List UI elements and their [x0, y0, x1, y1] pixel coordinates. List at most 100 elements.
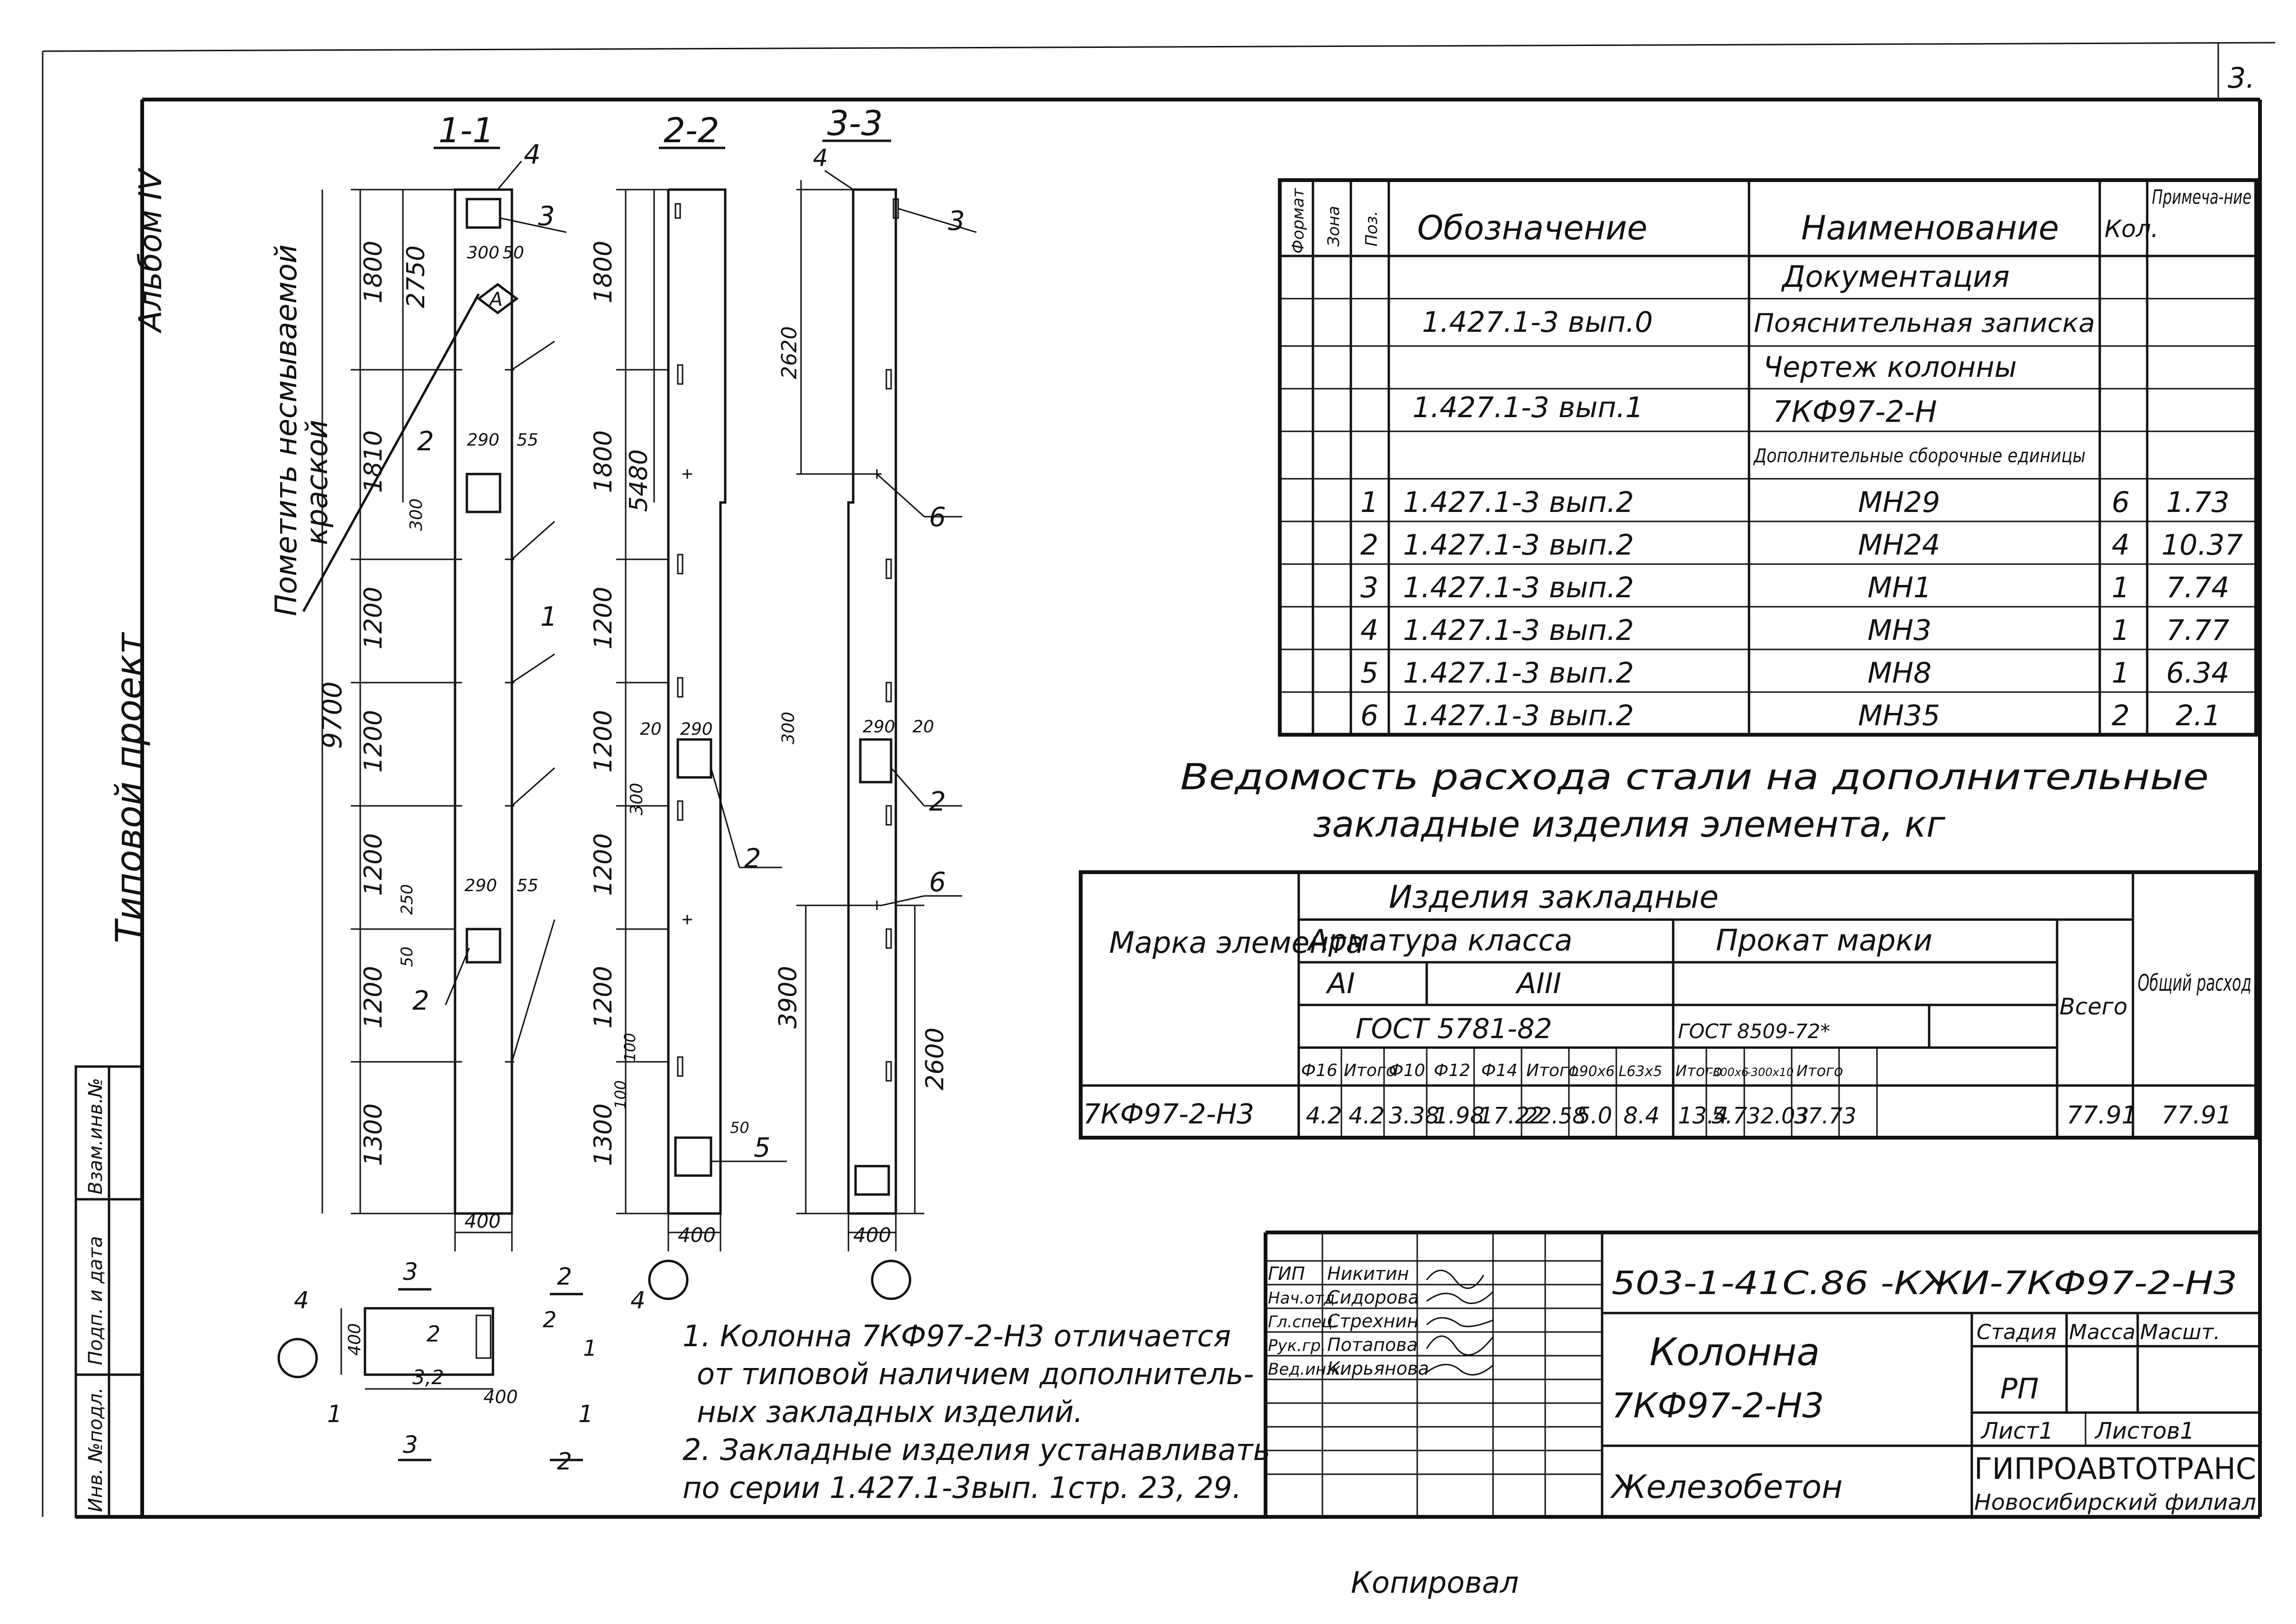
project-label: Типовой проект	[109, 631, 151, 943]
c1-small-5: 300	[407, 498, 426, 531]
sub-h-12: Итого	[1796, 1062, 1843, 1080]
c2-dim-2: 1800	[589, 430, 618, 493]
steel-title-line1: Ведомость расхода стали на дополнительны…	[1180, 756, 2209, 798]
hdr-pos: Поз.	[1362, 211, 1381, 246]
c2-width: 400	[678, 1223, 716, 1247]
spec-row-1: Документация	[1781, 259, 2010, 294]
plan-1-left: 1	[327, 1400, 342, 1428]
plan-400-v: 400	[345, 1323, 364, 1356]
c1-dim-4: 1200	[359, 710, 388, 773]
c1-dim-3: 1200	[359, 587, 388, 649]
c1-dim-1: 1800	[359, 241, 388, 303]
tb-object-name-1: Колонна	[1649, 1330, 1820, 1374]
callout-3-c3: 3	[948, 206, 965, 237]
c1-small-8: 250	[398, 884, 417, 915]
spec-des-11: 1.427.1-3 вып.2	[1403, 699, 1634, 732]
steel-rebar-header: Арматура класса	[1306, 923, 1573, 958]
spec-row-6: 1 1.427.1-3 вып.2 МН29 6 1.73	[1360, 486, 2230, 519]
bottom-stamp: Копировал	[1351, 1565, 1519, 1600]
c2-dim-6: 1200	[589, 966, 618, 1029]
steel-gost-rebar: ГОСТ 5781-82	[1356, 1013, 1552, 1045]
c2-small-4: 100	[621, 1033, 639, 1062]
spec-pos-11: 6	[1360, 699, 1378, 732]
c1-small-6: 290	[465, 876, 497, 895]
steel-val-5: 17.22	[1479, 1103, 1544, 1129]
tb-stage-header: Стадия	[1977, 1320, 2057, 1344]
spec-qty-6: 6	[2112, 486, 2130, 519]
plan-3-bottom: 3	[403, 1431, 418, 1459]
steel-val-8: 8.4	[1623, 1103, 1659, 1129]
spec-qty-11: 2	[2112, 699, 2130, 732]
notes: 1. Колонна 7КФ97-2-Н3 отличается от типо…	[683, 1319, 1270, 1505]
c1-dim-5: 1200	[359, 833, 388, 896]
spec-note-7: 10.37	[2161, 529, 2243, 562]
c3-small-2: 290	[863, 717, 895, 737]
c3-small-3: 20	[912, 717, 934, 737]
steel-val-11: 32.03	[1747, 1103, 1809, 1129]
callout-5-c2: 5	[754, 1132, 771, 1163]
steel-row-mark: 7КФ97-2-Н3	[1083, 1098, 1254, 1130]
c1-small-2: 50	[502, 243, 524, 263]
c1-small-4: 55	[517, 430, 538, 450]
spec-name-1: Документация	[1781, 259, 2010, 294]
tb-name-1: Никитин	[1327, 1263, 1409, 1284]
plan-1-right: 1	[578, 1400, 593, 1428]
c2-small-1: 20	[640, 720, 662, 739]
hdr-qty: Кол.	[2105, 215, 2159, 243]
spec-name-8: МН1	[1868, 571, 1932, 604]
spec-des-2: 1.427.1-3 вып.0	[1422, 306, 1653, 339]
c2-small-6: 50	[730, 1119, 749, 1137]
note-line-1: 1. Колонна 7КФ97-2-Н3 отличается	[683, 1319, 1231, 1353]
steel-overall-header: Общий расход	[2138, 970, 2251, 996]
tb-material: Железобетон	[1610, 1469, 1843, 1506]
tb-stage: РП	[2000, 1372, 2039, 1405]
steel-val-6: 22.58	[1524, 1103, 1586, 1129]
c3-dim-top: 2620	[777, 326, 802, 379]
section-2-2: 2-2	[664, 110, 720, 150]
steel-val-9: 13.4	[1678, 1103, 1729, 1129]
c3-dim-mid: 3900	[774, 966, 802, 1029]
spec-pos-7: 2	[1360, 529, 1378, 562]
c1-dim-6: 1200	[359, 966, 388, 1029]
spec-row-10: 5 1.427.1-3 вып.2 МН8 1 6.34	[1360, 657, 2230, 690]
hdr-zone: Зона	[1324, 206, 1343, 246]
steel-group-header: Изделия закладные	[1389, 879, 1719, 915]
c3-small-1: 300	[779, 712, 798, 744]
sub-h-9: Итого	[1676, 1062, 1722, 1080]
c2-dim-mid: 5480	[625, 449, 653, 512]
sub-h-10: -300x6	[1709, 1066, 1749, 1079]
c1-small-3: 290	[467, 430, 500, 450]
section-1-1: 1-1	[438, 110, 494, 150]
inv-no-label: Инв. №подл.	[85, 1387, 107, 1512]
spec-qty-8: 1	[2112, 571, 2130, 604]
sub-h-4: Ф12	[1434, 1061, 1470, 1080]
spec-qty-7: 4	[2112, 529, 2130, 562]
spec-pos-10: 5	[1360, 657, 1378, 690]
spec-des-6: 1.427.1-3 вып.2	[1403, 486, 1634, 519]
spec-row-5: Дополнительные сборочные единицы	[1753, 445, 2086, 467]
left-margin: Альбом IV Типовой проект Пометить несмыв…	[74, 167, 480, 1518]
spec-name-11: МН35	[1858, 699, 1940, 732]
tb-code: 503-1-41С.86 -КЖИ-7КФ97-2-Н3	[1612, 1265, 2237, 1302]
sub-h-8: L63x5	[1619, 1063, 1662, 1080]
steel-val-12: 37.73	[1794, 1103, 1857, 1129]
album-label: Альбом IV	[132, 167, 169, 334]
hdr-name: Наименование	[1801, 209, 2059, 247]
note-line-2: от типовой наличием дополнитель-	[697, 1357, 1254, 1391]
spec-row-7: 2 1.427.1-3 вып.2 МН24 4 10.37	[1360, 529, 2243, 562]
c1-dim-2: 1810	[359, 430, 388, 493]
replace-inv-label: Взам.инв.№	[85, 1078, 107, 1195]
plan-2b: 2	[543, 1307, 556, 1332]
tb-name-3: Стрехнин	[1327, 1311, 1419, 1332]
c2-small-5: 100	[611, 1080, 629, 1109]
spec-des-8: 1.427.1-3 вып.2	[1403, 571, 1634, 604]
sub-h-6: Итого	[1526, 1061, 1579, 1080]
spec-name-3: Чертеж колонны	[1763, 351, 2017, 384]
tb-sheet: Лист1	[1980, 1418, 2053, 1444]
tb-org: ГИПРОАВТОТРАНС	[1974, 1451, 2256, 1486]
plan-section: 4 3 2 2 1 1 1 3 400 3,2 400 2 4 2	[277, 1258, 646, 1475]
note-line-4: 2. Закладные изделия устанавливать	[683, 1432, 1270, 1467]
plan-4-tag: 4	[630, 1286, 646, 1314]
spec-note-11: 2.1	[2176, 699, 2221, 732]
